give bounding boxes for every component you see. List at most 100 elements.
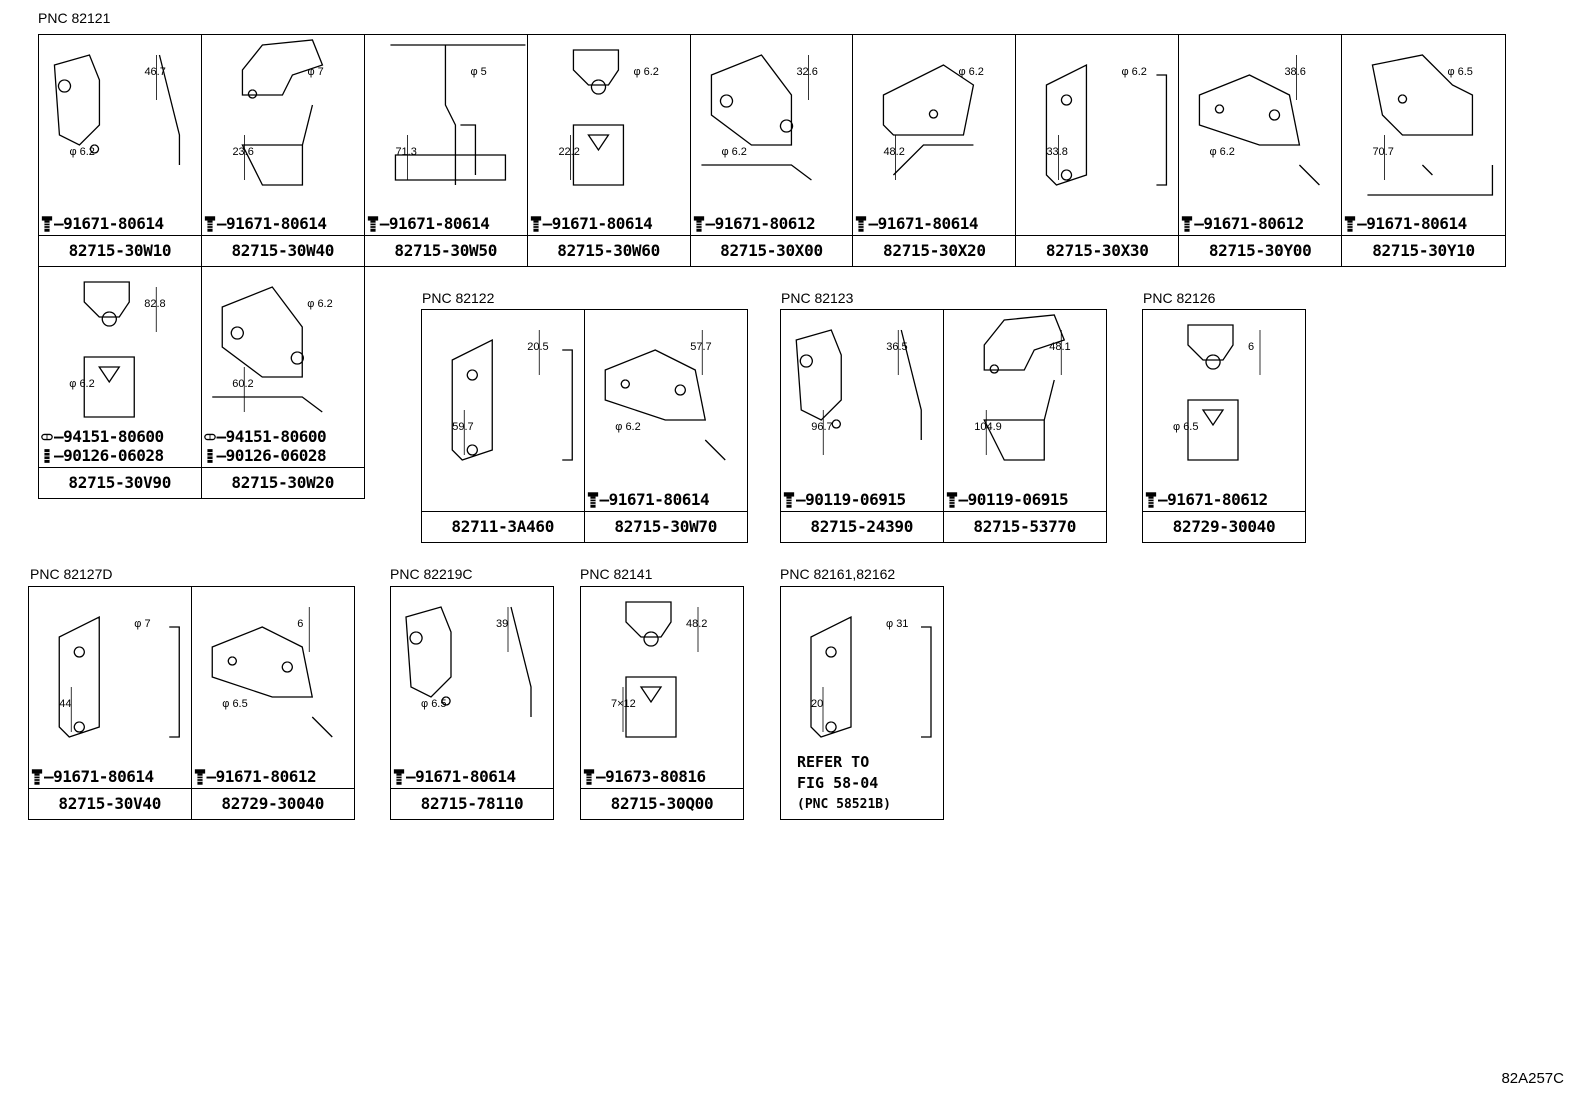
fastener-part-number[interactable]: —91671-80614: [204, 214, 327, 233]
part-illustration: 57.7φ 6.2: [604, 330, 726, 461]
dimension-label: 39: [496, 618, 508, 630]
dimension-label: 20.5: [527, 341, 548, 353]
fastener-part-number[interactable]: —91671-80614: [1344, 214, 1467, 233]
part-number[interactable]: 82715-30W40: [201, 235, 364, 266]
fastener-part-number-2[interactable]: —90126-06028: [204, 446, 327, 465]
dimension-label: φ 6.2: [615, 421, 640, 433]
part-number[interactable]: 82715-30V90: [39, 467, 201, 498]
part-number[interactable]: 82715-30X20: [853, 235, 1016, 266]
dimension-label: 20: [811, 698, 823, 710]
part-illustration: φ 6.570.7: [1367, 54, 1494, 196]
dimension-label: 46.7: [144, 66, 165, 78]
fastener-part-number[interactable]: —91671-80614: [530, 214, 653, 233]
dimension-label: 7×12: [611, 698, 636, 710]
part-number[interactable]: 82729-30040: [191, 788, 354, 819]
fastener-part-number[interactable]: —94151-80600: [41, 427, 164, 446]
dimension-label: φ 6.2: [633, 66, 658, 78]
part-number[interactable]: 82715-30W10: [39, 235, 201, 266]
dimension-label: φ 6.5: [1173, 421, 1198, 433]
part-number[interactable]: 82715-30Y10: [1342, 235, 1505, 266]
part-number[interactable]: 82715-30Y00: [1179, 235, 1342, 266]
fastener-part-number[interactable]: —91671-80612: [1145, 490, 1268, 509]
part-illustration: 20.559.7: [451, 330, 573, 461]
part-number[interactable]: 82715-30W60: [527, 235, 690, 266]
part-number[interactable]: 82715-30V40: [29, 788, 191, 819]
part-number[interactable]: 82729-30040: [1143, 511, 1305, 542]
fastener-part-number[interactable]: —90119-06915: [783, 490, 906, 509]
fastener-part-number[interactable]: —91671-80614: [41, 214, 164, 233]
dimension-label: φ 5: [470, 66, 486, 78]
dimension-label: 33.8: [1047, 146, 1068, 158]
dimension-label: 22.2: [558, 146, 579, 158]
part-illustration: φ 571.3: [390, 44, 526, 185]
figure-code: 82A257C: [1501, 1070, 1564, 1087]
fastener-part-number[interactable]: —91671-80614: [587, 490, 710, 509]
dimension-label: 104.9: [974, 421, 1002, 433]
part-number[interactable]: 82715-30Q00: [581, 788, 743, 819]
fastener-part-number[interactable]: —91671-80612: [693, 214, 816, 233]
pnc-label-82141: PNC 82141: [580, 566, 653, 582]
part-illustration: 6φ 6.5: [211, 607, 333, 738]
part-number[interactable]: 82715-24390: [781, 511, 943, 542]
part-cell[interactable]: 6 φ 6.5 —91671-80612 82729-30040: [1143, 310, 1305, 542]
part-illustration: φ 744: [58, 615, 180, 738]
part-number[interactable]: 82715-78110: [391, 788, 553, 819]
part-cell[interactable]: 46.7 φ 6.2 —91671-80614 82715-30W10: [39, 35, 202, 266]
part-number[interactable]: 82715-53770: [943, 511, 1106, 542]
part-cell[interactable]: φ 6.2 22.2 —91671-80614 82715-30W60: [527, 35, 691, 266]
fastener-part-number[interactable]: —91671-80614: [393, 767, 516, 786]
fastener-part-number[interactable]: —94151-80600: [203, 427, 327, 446]
dimension-label: 6: [297, 618, 303, 630]
pnc-label-82123: PNC 82123: [781, 290, 854, 306]
fastener-part-number[interactable]: —90119-06915: [946, 490, 1069, 509]
fastener-part-number-2[interactable]: —90126-06028: [41, 446, 164, 465]
dimension-label: φ 6.2: [69, 146, 94, 158]
part-number[interactable]: 82715-30W50: [364, 235, 527, 266]
fastener-part-number[interactable]: —91671-80614: [367, 214, 490, 233]
pnc-label-82219c: PNC 82219C: [390, 566, 473, 582]
part-number[interactable]: 82715-30W70: [584, 511, 747, 542]
part-illustration: 46.7 φ 6.2: [53, 54, 181, 165]
dimension-label: 6: [1248, 341, 1254, 353]
fastener-part-number[interactable]: —91671-80614: [855, 214, 979, 233]
part-number[interactable]: 82715-30W20: [201, 467, 364, 498]
dimension-label: φ 6.5: [1448, 66, 1473, 78]
part-number[interactable]: 82711-3A460: [422, 511, 584, 542]
part-number[interactable]: 82715-30X00: [690, 235, 853, 266]
fastener-part-number[interactable]: —91671-80612: [1181, 214, 1304, 233]
dimension-label: φ 7: [134, 618, 150, 630]
fastener-part-number[interactable]: —91673-80816: [583, 767, 706, 786]
part-illustration: 36.596.7: [795, 329, 922, 455]
fastener-part-number[interactable]: —91671-80612: [194, 767, 317, 786]
part-illustration: φ 6.260.2: [211, 286, 332, 413]
dimension-label: φ 6.2: [959, 66, 984, 78]
pnc-label-82121: PNC 82121: [38, 10, 111, 26]
part-number[interactable]: 82715-30X30: [1016, 235, 1179, 266]
part-illustration: 6 φ 6.5: [1173, 324, 1261, 461]
fastener-part-number[interactable]: —91671-80614: [31, 767, 154, 786]
